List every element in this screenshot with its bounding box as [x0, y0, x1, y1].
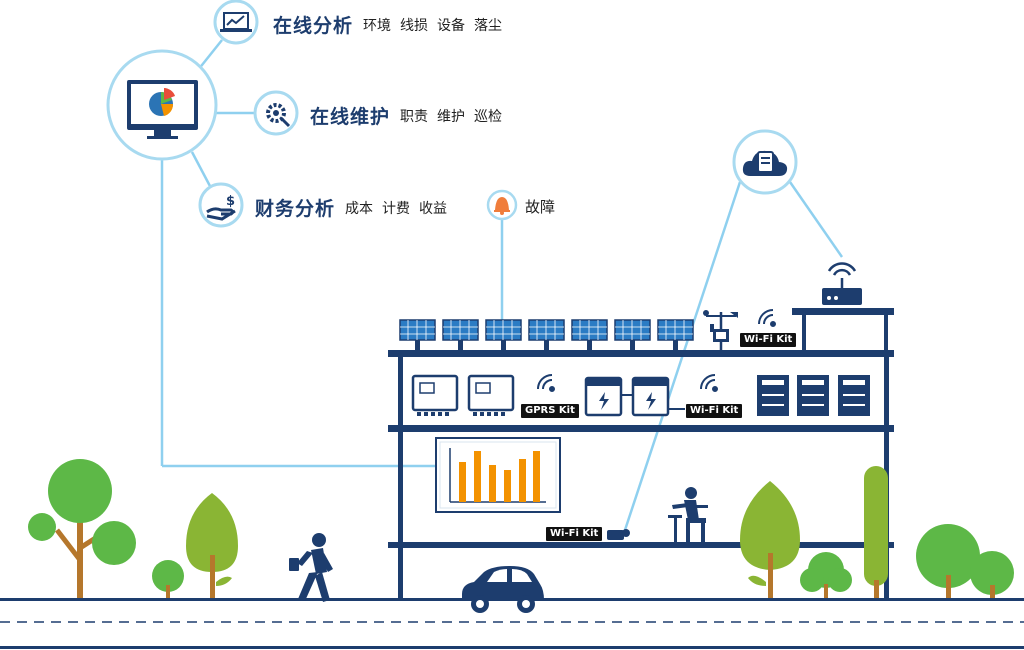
pie-chart-monitor-icon: [127, 80, 198, 139]
tree: [740, 481, 800, 598]
gprs-kit-label: GPRS Kit: [521, 404, 579, 418]
electric-meter: [584, 376, 623, 417]
solar-panel: [614, 319, 651, 350]
feature-title: 财务分析: [255, 198, 336, 220]
solar-panel: [571, 319, 608, 350]
wifi-kit-device: [607, 529, 630, 540]
feature-tags: 环境线损设备落尘: [363, 15, 511, 35]
inverter: [467, 374, 515, 416]
router-icon: [822, 262, 862, 305]
feature-title: 在线维护: [310, 106, 391, 128]
tree: [916, 524, 1014, 598]
cabinet: [797, 375, 829, 416]
feature-online-analysis: 在线分析 环境线损设备落尘: [273, 11, 511, 38]
bush: [152, 560, 184, 598]
tree: [864, 466, 888, 598]
feature-tag: 维护: [437, 108, 466, 125]
weather-station-icon: [703, 310, 738, 350]
money-hand-icon: $: [198, 182, 244, 228]
electric-meter: [631, 376, 670, 417]
display-bar: [504, 470, 511, 502]
display-bar: [519, 459, 526, 502]
fault-alert: 故障: [525, 196, 555, 217]
display-bar: [459, 462, 466, 502]
tree: [186, 493, 238, 598]
monitor-hub: [106, 49, 218, 161]
bush: [800, 552, 852, 598]
line-chart-icon: [213, 0, 259, 45]
wifi-kit-label-ground: Wi-Fi Kit: [546, 527, 603, 541]
solar-panels: [399, 319, 694, 350]
feature-tag: 收益: [419, 200, 448, 217]
wifi-kit-label-meter: Wi-Fi Kit: [686, 404, 743, 418]
feature-title: 在线分析: [273, 15, 354, 37]
inverter: [411, 374, 459, 416]
display-bar: [533, 451, 540, 502]
seated-person-icon: [668, 487, 708, 542]
road: [0, 598, 1024, 649]
feature-tags: 成本计费收益: [345, 198, 456, 218]
wifi-kit-label-roof: Wi-Fi Kit: [740, 333, 797, 347]
cabinet: [757, 375, 789, 416]
solar-panel: [399, 319, 436, 350]
solar-panel: [528, 319, 565, 350]
fault-label: 故障: [525, 198, 556, 216]
car-icon: [462, 566, 544, 613]
wifi-signal-icon: [700, 374, 718, 392]
display-bar: [489, 465, 496, 502]
gear-wrench-icon: [253, 90, 299, 136]
feature-online-maintenance: 在线维护 职责维护巡检: [310, 102, 511, 129]
svg-text:$: $: [226, 194, 235, 209]
feature-tag: 设备: [437, 17, 466, 34]
walking-person-icon: [289, 533, 333, 602]
cabinet: [838, 375, 870, 416]
solar-panel: [442, 319, 479, 350]
feature-tag: 职责: [400, 108, 429, 125]
tree: [28, 459, 136, 598]
roof-floor: [388, 350, 894, 357]
cloud-server-icon: [732, 129, 798, 195]
feature-tag: 巡检: [474, 108, 503, 125]
wifi-signal-icon: [537, 374, 555, 392]
left-column: [398, 357, 403, 600]
feature-tag: 成本: [345, 200, 374, 217]
feature-tag: 落尘: [474, 17, 503, 34]
wall-display-bar-chart: [435, 437, 561, 513]
wifi-signal-icon: [758, 309, 776, 327]
feature-tags: 职责维护巡检: [400, 106, 511, 126]
ground-floor: [388, 542, 894, 548]
feature-tag: 线损: [400, 17, 429, 34]
feature-tag: 计费: [382, 200, 411, 217]
feature-tag: 环境: [363, 17, 392, 34]
feature-financial-analysis: 财务分析 成本计费收益: [255, 194, 456, 221]
penthouse-roof: [792, 308, 894, 315]
middle-floor: [388, 425, 894, 432]
solar-panel: [657, 319, 694, 350]
solar-panel: [485, 319, 522, 350]
display-bar: [474, 451, 481, 502]
bell-icon: [486, 189, 518, 221]
